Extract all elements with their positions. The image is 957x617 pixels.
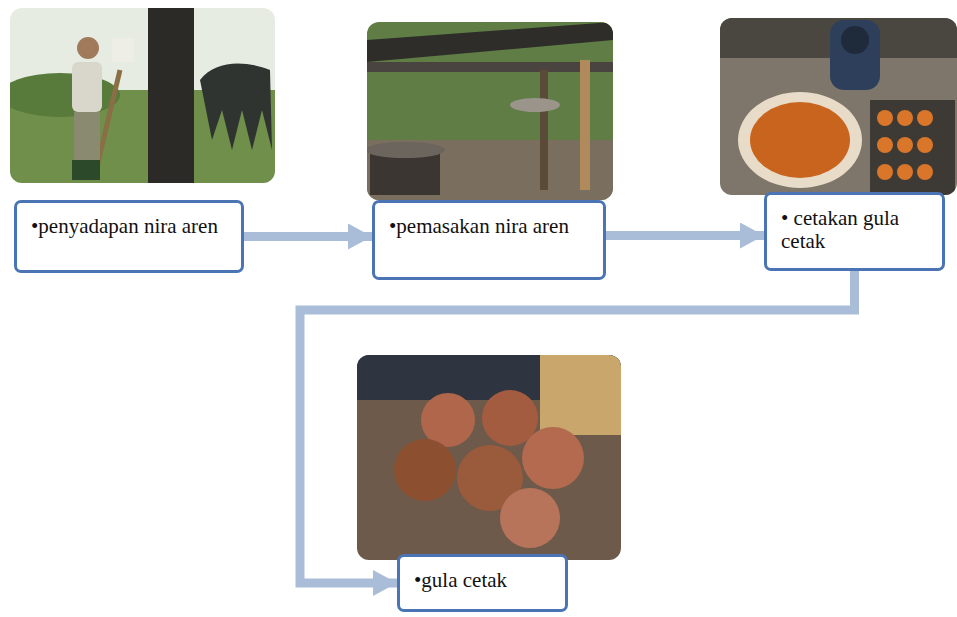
sugar-ball xyxy=(482,390,538,446)
woven-basket xyxy=(540,355,621,435)
mould xyxy=(877,164,893,180)
mould-rack xyxy=(870,100,955,195)
step-label-box: •penyadapan nira aren xyxy=(14,200,244,273)
sugar-photo xyxy=(357,355,621,560)
farmer-trousers xyxy=(74,112,100,160)
roof xyxy=(367,22,613,62)
roof-beam xyxy=(367,62,613,72)
mould xyxy=(897,137,913,153)
step-label: •penyadapan nira aren xyxy=(31,215,231,238)
sugar-ball xyxy=(522,427,584,489)
mould xyxy=(917,110,933,126)
wok-rim xyxy=(738,92,862,188)
cooking-photo xyxy=(367,22,613,200)
moulding-photo xyxy=(720,18,957,195)
mould xyxy=(917,164,933,180)
mould xyxy=(917,137,933,153)
step-label-box: •gula cetak xyxy=(397,554,568,612)
farmer-head xyxy=(77,37,99,59)
sap-container xyxy=(112,38,134,62)
flow-arrow xyxy=(300,271,855,583)
tapping-photo xyxy=(10,8,275,183)
mould xyxy=(897,110,913,126)
palm-trunk xyxy=(148,8,194,183)
background-trees xyxy=(367,22,613,200)
worker xyxy=(830,20,880,90)
post xyxy=(540,70,548,190)
mould xyxy=(897,164,913,180)
step-label: •pemasakan nira aren xyxy=(389,215,593,238)
mould xyxy=(877,137,893,153)
wok xyxy=(367,142,445,158)
step-label-box: •pemasakan nira aren xyxy=(372,200,606,280)
bushes xyxy=(10,73,120,117)
sugar-ball xyxy=(421,393,475,447)
sugar-ball xyxy=(500,488,560,548)
bamboo-post xyxy=(580,60,590,190)
worker-cap xyxy=(841,26,869,54)
sugar-ball xyxy=(394,439,456,501)
step-label: •gula cetak xyxy=(414,569,555,592)
palm-fronds xyxy=(200,63,272,150)
mould xyxy=(877,110,893,126)
farmer-shirt xyxy=(72,62,102,112)
step-label-box: • cetakan gula cetak xyxy=(764,192,945,271)
step-label: • cetakan gula cetak xyxy=(781,207,932,253)
boiling-sugar xyxy=(750,102,850,178)
pan xyxy=(510,98,560,112)
flow-arrow xyxy=(244,232,372,241)
farmer-boots xyxy=(72,160,100,180)
floor xyxy=(720,18,957,195)
flow-arrow xyxy=(606,231,764,240)
wooden-board xyxy=(357,355,621,560)
